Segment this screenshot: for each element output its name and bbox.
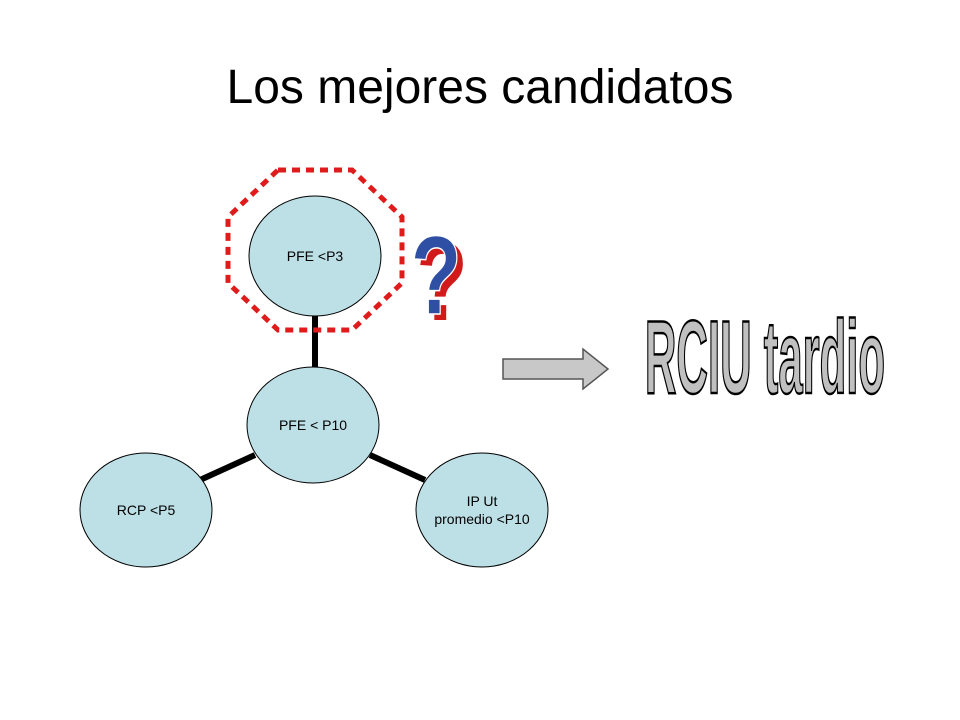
connector-left [198, 452, 257, 483]
node-pfe-p10 [246, 366, 380, 484]
question-mark-shadow: ? [416, 218, 467, 344]
node-ip-ut-label-line2: promedio <P10 [434, 511, 530, 527]
node-rcp-p5-label: RCP <P5 [117, 502, 176, 518]
question-mark-front: ? [410, 212, 461, 338]
node-pfe-p3 [248, 195, 382, 317]
node-pfe-p3-label: PFE <P3 [287, 248, 344, 264]
question-mark-wordart: ? ? [410, 212, 468, 344]
node-ip-ut-label-line1: IP Ut [467, 493, 498, 509]
result-label: RCIU tardio [645, 299, 885, 415]
node-rcp-p5 [79, 452, 213, 568]
connector-right [368, 452, 427, 483]
node-ip-ut [415, 452, 549, 568]
node-pfe-p10-label: PFE < P10 [279, 417, 347, 433]
page-title: Los mejores candidatos [226, 61, 734, 114]
highlight-octagon [225, 167, 405, 333]
right-arrow [502, 347, 610, 391]
result-wordart: RCIU tardio [644, 298, 886, 416]
